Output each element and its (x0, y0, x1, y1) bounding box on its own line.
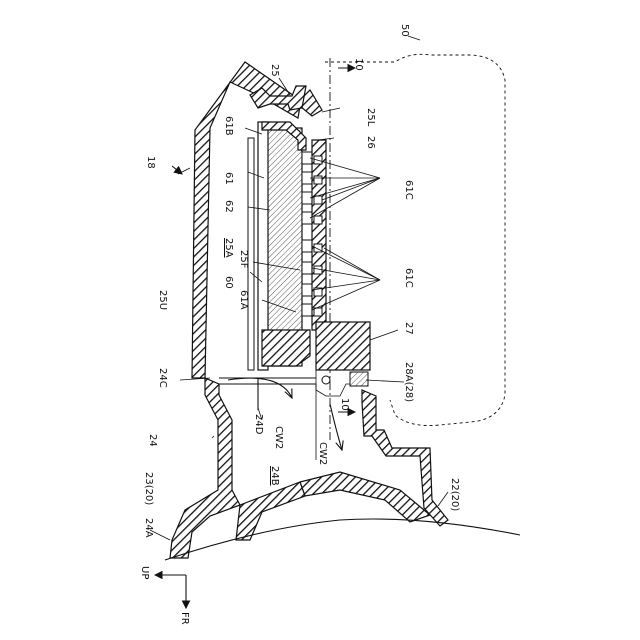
label-23: 23(20) (143, 472, 154, 505)
clip-hole (322, 376, 330, 384)
inner-right-wall (312, 140, 326, 330)
module-base (262, 330, 310, 366)
label-50: 50 (399, 24, 410, 37)
label-60: 60 (223, 276, 234, 289)
label-10-bottom: 10 (339, 398, 350, 411)
label-61C-upper: 61C (403, 180, 414, 200)
label-24D: 24D (253, 414, 264, 435)
label-25U: 25U (157, 290, 168, 310)
arrow-18 (172, 166, 182, 174)
label-61C-lower: 61C (403, 268, 414, 288)
label-62: 62 (223, 200, 234, 213)
label-28A: 28A(28) (403, 362, 414, 402)
terminals-61C (302, 152, 312, 316)
label-24A: 24A (143, 518, 154, 538)
label-18: 18 (145, 156, 156, 169)
label-25: 25 (269, 64, 280, 77)
label-22: 22(20) (449, 478, 460, 511)
label-25A: 25A (223, 238, 234, 258)
airflow-cw2-left (228, 378, 292, 398)
label-25F: 25F (238, 250, 249, 269)
label-CW2-left: CW2 (273, 426, 284, 449)
label-61B: 61B (223, 116, 234, 136)
label-24: 24 (147, 434, 158, 447)
label-61: 61 (223, 172, 234, 185)
label-FR: FR (179, 612, 190, 625)
label-24B: 24B (269, 466, 280, 486)
airflow-cw2-right (330, 404, 342, 450)
label-26: 26 (365, 136, 376, 149)
lower-bracket (300, 472, 430, 522)
label-CW2-right: CW2 (317, 442, 328, 465)
label-24C: 24C (157, 368, 168, 388)
label-10-top: 10 (353, 58, 364, 71)
connector-27 (316, 322, 370, 370)
label-25L: 25L (365, 108, 376, 127)
floor-curve (165, 519, 520, 560)
clip-28A (350, 372, 368, 386)
label-27: 27 (403, 322, 414, 335)
label-UP: UP (139, 566, 150, 579)
housing-lower-wall (170, 378, 240, 558)
label-61A: 61A (238, 290, 249, 310)
